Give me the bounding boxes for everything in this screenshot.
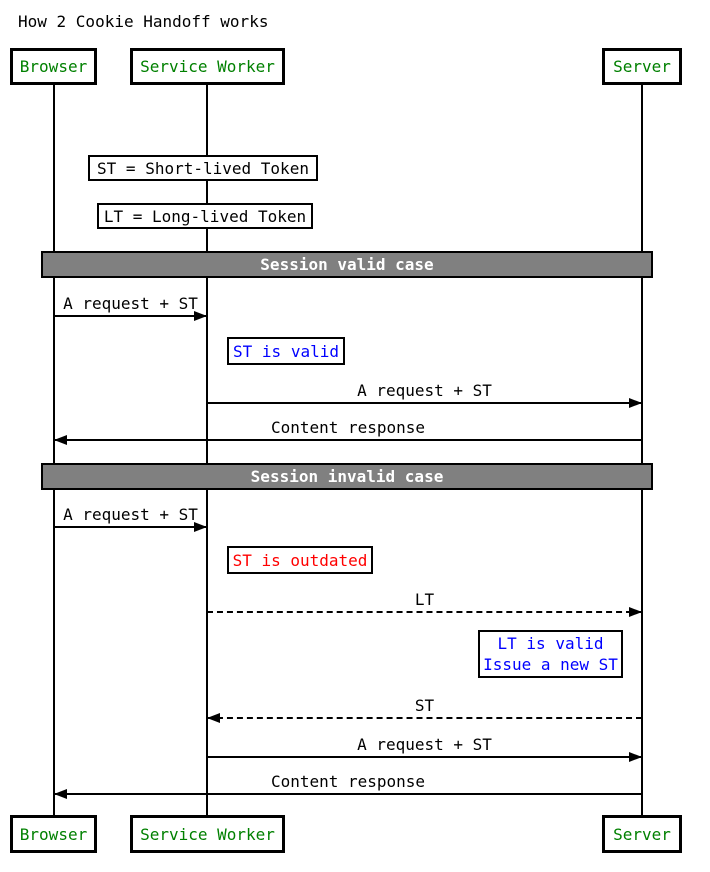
message-line (54, 439, 642, 441)
lifeline-browser (53, 85, 55, 815)
actor-browser-top: Browser (10, 48, 97, 85)
arrowhead-left-icon (207, 713, 220, 723)
message-line (207, 402, 642, 404)
lifeline-server (641, 85, 643, 815)
message-label: A request + ST (357, 381, 492, 400)
message-label: A request + ST (63, 505, 198, 524)
actor-service-worker-bottom: Service Worker (130, 815, 285, 853)
actor-server-top: Server (602, 48, 682, 85)
legend-note-st: ST = Short-lived Token (88, 155, 318, 181)
lifeline-service-worker (206, 85, 208, 815)
note-st-valid: ST is valid (227, 337, 345, 365)
actor-server-bottom: Server (602, 815, 682, 853)
message-label: A request + ST (63, 294, 198, 313)
actor-browser-bottom: Browser (10, 815, 97, 853)
diagram-title: How 2 Cookie Handoff works (18, 12, 269, 31)
note-lt-valid: LT is valid Issue a new ST (478, 630, 623, 678)
arrowhead-left-icon (54, 435, 67, 445)
note-st-outdated: ST is outdated (227, 546, 373, 574)
note-line-2: Issue a new ST (483, 655, 618, 674)
message-line-dashed (207, 611, 642, 613)
message-line (54, 315, 207, 317)
section-session-valid: Session valid case (41, 251, 653, 278)
actor-service-worker-top: Service Worker (130, 48, 285, 85)
arrowhead-right-icon (629, 398, 642, 408)
arrowhead-right-icon (629, 607, 642, 617)
arrowhead-right-icon (194, 522, 207, 532)
message-line (54, 793, 642, 795)
note-line-1: LT is valid (497, 634, 604, 653)
message-label: LT (414, 590, 435, 609)
message-line-dashed (207, 717, 642, 719)
message-label: ST (414, 696, 435, 715)
arrowhead-left-icon (54, 789, 67, 799)
message-label: A request + ST (357, 735, 492, 754)
message-label: Content response (270, 772, 426, 791)
message-line (54, 526, 207, 528)
arrowhead-right-icon (629, 752, 642, 762)
message-label: Content response (270, 418, 426, 437)
legend-note-lt: LT = Long-lived Token (97, 203, 313, 229)
section-session-invalid: Session invalid case (41, 463, 653, 490)
message-line (207, 756, 642, 758)
arrowhead-right-icon (194, 311, 207, 321)
